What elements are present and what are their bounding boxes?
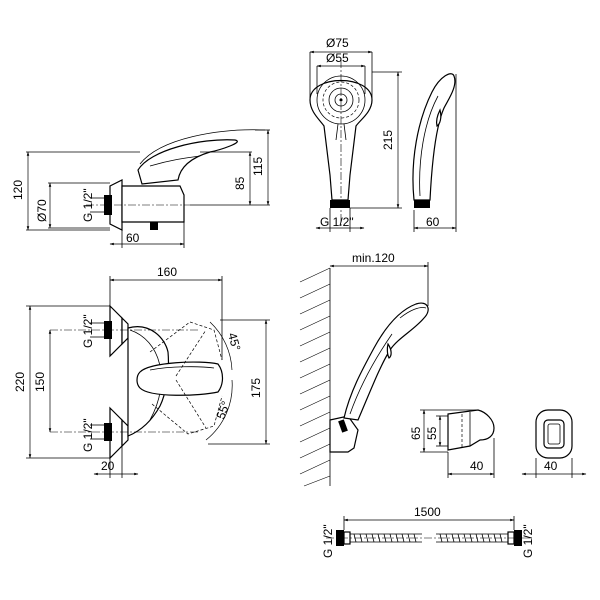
- dim-115-label: 115: [251, 157, 265, 176]
- dim-d75-label: Ø75: [326, 36, 349, 50]
- holder-front-view: 40: [521, 409, 587, 478]
- side-thread-label: G 1/2": [81, 188, 95, 222]
- holder-side-view: 65 55 40: [409, 409, 495, 478]
- dim-40-holder-front-label: 40: [544, 459, 558, 473]
- dim-60-side-label: 60: [126, 231, 140, 245]
- shower-thread: [330, 200, 350, 208]
- hand-shower-front-view: Ø75 Ø55 215 G 1/2": [309, 36, 402, 232]
- mixer-side-view: 120 Ø70 G 1/2" 85 115 60: [11, 129, 270, 248]
- front-thread-top-label: G 1/2": [81, 314, 95, 348]
- bottom-outlet: [150, 222, 158, 230]
- shower-thread-label: G 1/2": [320, 215, 354, 229]
- hose-thread-left-label: G 1/2": [321, 524, 335, 558]
- wall-hatching: [299, 267, 331, 487]
- lever-handle: [137, 139, 238, 185]
- shower-side-thread: [414, 200, 430, 208]
- dim-20-label: 20: [101, 459, 115, 473]
- dim-1500-label: 1500: [414, 505, 441, 519]
- shower-side-body: [412, 73, 456, 201]
- hand-shower-side-view: 60: [412, 73, 457, 232]
- dim-85-label: 85: [233, 176, 247, 190]
- angle-45-label: 45°: [225, 331, 243, 352]
- dim-diameter70-label: Ø70: [35, 199, 49, 222]
- front-lever: [136, 361, 224, 396]
- dim-min120-label: min.120: [352, 251, 395, 265]
- mixer-body: [121, 185, 185, 223]
- dim-40-holder-side-label: 40: [470, 459, 484, 473]
- dim-120-label: 120: [11, 180, 25, 200]
- dim-220-label: 220: [13, 372, 27, 392]
- dim-160-label: 160: [157, 265, 177, 279]
- angle-55-label: 55°: [214, 399, 233, 421]
- wall-mount-view: min.120: [299, 251, 429, 487]
- dim-d55-label: Ø55: [326, 51, 349, 65]
- dim-60-shower-label: 60: [426, 215, 440, 229]
- dim-65-label: 65: [409, 426, 423, 440]
- dim-150-label: 150: [33, 372, 47, 392]
- hose-thread-right-label: G 1/2": [521, 524, 535, 558]
- hose-view: 1500 G 1/2" G 1/2": [321, 505, 535, 558]
- front-thread-bottom-label: G 1/2": [81, 418, 95, 452]
- mixer-front-view: 45° 55° 160 220 150 G 1/2" G 1/2" 175 20: [13, 265, 270, 478]
- holder-side-body: [447, 409, 495, 451]
- mounted-shower: [343, 302, 429, 421]
- dim-55-label: 55: [425, 426, 439, 440]
- dim-175-label: 175: [249, 378, 263, 398]
- dim-215-label: 215: [381, 130, 395, 150]
